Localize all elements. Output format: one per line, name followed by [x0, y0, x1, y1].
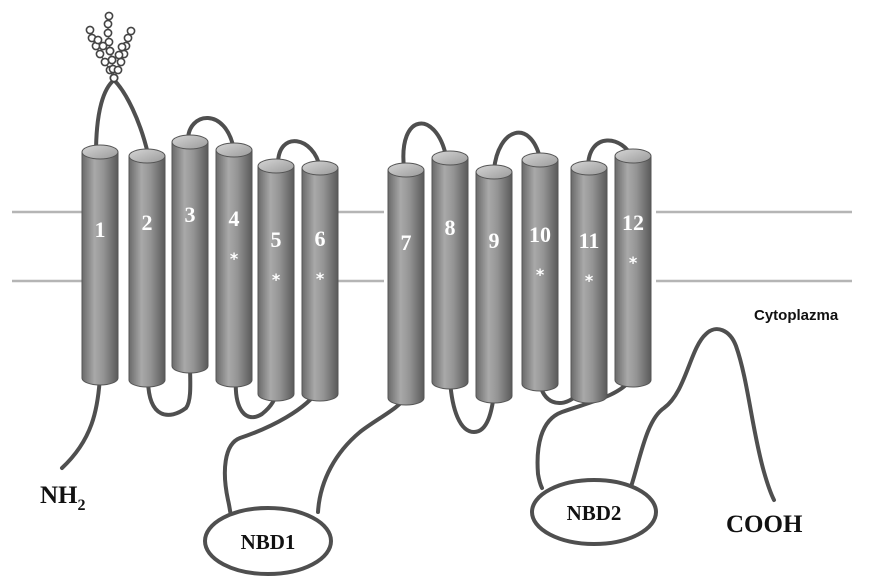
helix-5-body: [257, 165, 295, 402]
glycan-bead: [100, 57, 110, 67]
helix-12: 12 *: [614, 148, 652, 388]
glycan-bead: [123, 33, 133, 43]
helix-6: 6*: [301, 160, 339, 402]
helix-6-body: [301, 167, 339, 402]
helix-8: 8: [431, 150, 469, 390]
helix-2-number: 2: [142, 210, 153, 235]
extracellular-loop-9-10: [492, 130, 542, 172]
glycan-bead: [95, 49, 105, 59]
helix-1-cap: [81, 144, 119, 160]
helix-7-body: [387, 169, 425, 406]
helix-11-cap: [570, 160, 608, 176]
n-terminus-subscript: 2: [78, 497, 86, 514]
helix-9-cap: [475, 164, 513, 180]
helix-3-cap: [171, 134, 209, 150]
nbd2-label: NBD2: [567, 501, 622, 525]
glycan-bead: [126, 26, 136, 36]
glycan-bead: [107, 55, 117, 65]
glycan-bead: [104, 37, 114, 47]
glycan-bead: [113, 65, 123, 75]
cytoplasmic-loop-2-3: [146, 362, 193, 417]
loops: [60, 78, 776, 520]
helix-6-cap: [301, 160, 339, 176]
glycan-bead: [114, 50, 124, 60]
helix-9: 9: [475, 164, 513, 404]
nbd2-ellipse: [530, 478, 658, 546]
nbd1-ellipse: [203, 506, 333, 576]
cytoplasmic-loop-6-nbd1: [222, 386, 322, 520]
helix-8-number: 8: [445, 215, 456, 240]
helix-2: 2: [128, 148, 166, 388]
helix-1-number: 1: [95, 217, 106, 242]
glycan-bead: [103, 28, 113, 38]
helix-11-asterisk: *: [585, 271, 594, 290]
cytoplasm-label: Cytoplazma: [754, 307, 839, 324]
helix-4: 4*: [215, 142, 253, 388]
helix-5: 5*: [257, 158, 295, 402]
glycan-bead: [116, 57, 126, 67]
helix-4-asterisk: *: [230, 249, 239, 268]
helix-12-cap: [614, 148, 652, 164]
helix-7-number: 7: [401, 230, 412, 255]
helix-2-body: [128, 155, 166, 388]
c-terminus-label: COOH: [726, 511, 803, 538]
n-terminus-label: NH2: [40, 482, 86, 514]
c-terminal-tail: [628, 327, 776, 502]
helix-7-cap: [387, 162, 425, 178]
helix-4-body: [215, 149, 253, 388]
linker-nbd1-7: [316, 394, 408, 514]
cytoplasmic-loop-8-9: [448, 378, 496, 434]
helix-5-asterisk: *: [272, 270, 281, 289]
helix-11-number: 11: [579, 228, 600, 253]
helix-10-number: 10: [529, 222, 551, 247]
helix-7: 7: [387, 162, 425, 406]
helix-8-body: [431, 157, 469, 390]
glycan-bead: [117, 42, 127, 52]
helix-12-body: [614, 155, 652, 388]
helix-11: 11 *: [570, 160, 608, 404]
extracellular-loop-3-4: [186, 116, 236, 152]
glycan-bead: [104, 11, 114, 21]
helix-10: 10 *: [521, 152, 559, 392]
helix-3-body: [171, 141, 209, 374]
helix-2-cap: [128, 148, 166, 164]
extracellular-loop-1-2: [94, 78, 150, 156]
helix-3-number: 3: [185, 202, 196, 227]
helix-11-body: [570, 167, 608, 404]
glycan-bead: [103, 19, 113, 29]
helix-1-body: [81, 151, 119, 386]
helix-4-cap: [215, 142, 253, 158]
helix-6-asterisk: *: [316, 269, 325, 288]
helix-9-number: 9: [489, 228, 500, 253]
helix-10-body: [521, 159, 559, 392]
helix-9-body: [475, 171, 513, 404]
helix-10-cap: [521, 152, 559, 168]
extracellular-loop-7-8: [401, 121, 448, 170]
helix-5-cap: [257, 158, 295, 174]
glycan-bead: [105, 46, 115, 56]
helix-12-asterisk: *: [629, 253, 638, 272]
glycosylation-chains: [85, 11, 136, 83]
glycan-bead: [85, 25, 95, 35]
helix-6-number: 6: [315, 226, 326, 251]
n-terminal-tail: [60, 374, 102, 470]
glycan-bead: [98, 41, 108, 51]
membrane-lines: [12, 210, 852, 283]
helix-10-asterisk: *: [536, 265, 545, 284]
extracellular-loop-5-6: [276, 139, 322, 170]
glycan-bead: [93, 35, 103, 45]
helix-3: 3: [171, 134, 209, 374]
nbd2-domain: NBD2: [530, 478, 658, 546]
helix-8-cap: [431, 150, 469, 166]
helix-12-number: 12: [622, 210, 644, 235]
nbd1-label: NBD1: [241, 530, 296, 554]
n-terminus-main: NH: [40, 482, 78, 509]
nbd1-domain: NBD1: [203, 506, 333, 576]
helix-4-number: 4: [229, 206, 240, 231]
helix-1: 1: [81, 144, 119, 386]
helix-5-number: 5: [271, 227, 282, 252]
glycan-bead: [109, 73, 119, 83]
